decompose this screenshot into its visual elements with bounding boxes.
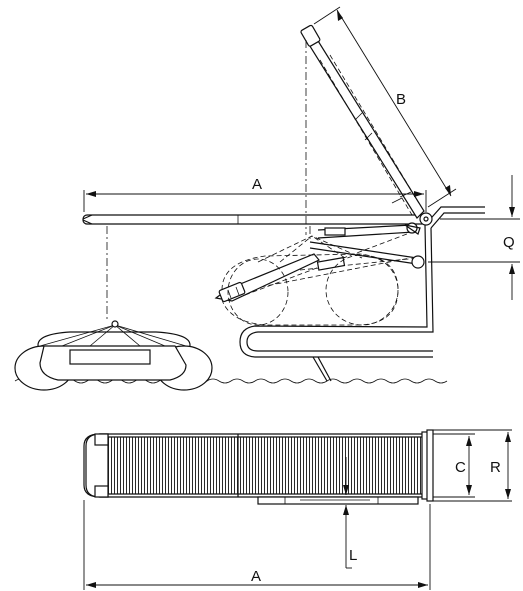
top-view: A C R L	[83, 429, 512, 590]
dimension-c: C	[433, 433, 475, 498]
water-line	[14, 378, 448, 384]
dimension-b: B	[313, 6, 457, 208]
platform-top	[83, 429, 434, 505]
dimension-a-side-label: A	[252, 176, 262, 193]
platform-side	[82, 212, 433, 226]
dimension-q: Q	[428, 175, 520, 300]
platform-lowered	[214, 253, 320, 303]
dimension-q-label: Q	[503, 234, 515, 251]
dimension-r: R	[433, 429, 512, 502]
dinghy-water	[14, 320, 213, 391]
hydraulic-arms	[244, 54, 425, 296]
dimension-b-label: B	[396, 91, 406, 108]
dimension-a-top: A	[83, 500, 431, 590]
dimension-r-label: R	[490, 459, 501, 476]
platform-raised	[300, 24, 425, 219]
dimension-c-label: C	[455, 459, 466, 476]
dimension-a-top-label: A	[251, 568, 261, 585]
dimension-l: L	[343, 457, 357, 569]
dinghy-lowered	[221, 235, 399, 326]
dimension-l-label: L	[349, 547, 357, 564]
boat-transom	[239, 206, 485, 382]
dimension-a-side: A	[83, 176, 427, 212]
side-view: A B Q	[14, 6, 520, 391]
